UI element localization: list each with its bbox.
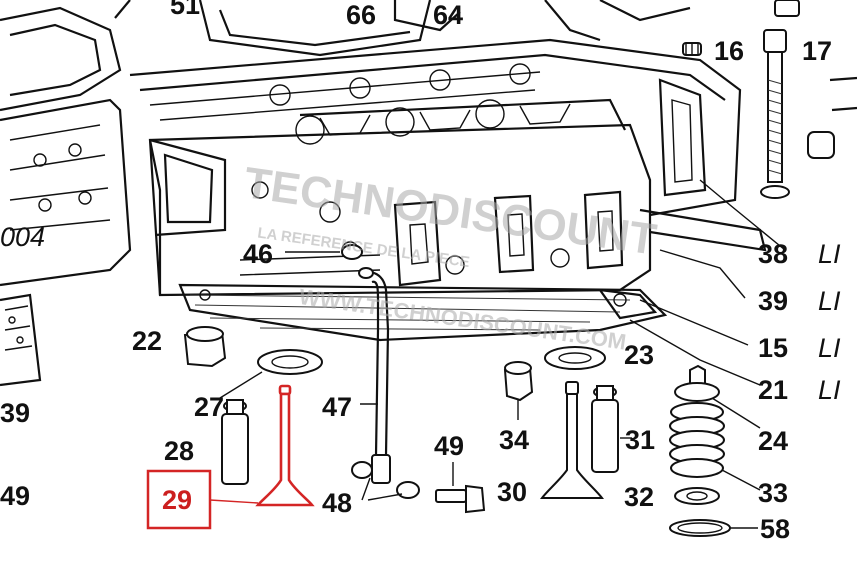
- callout-49-mid: 49: [434, 431, 464, 461]
- part-17-head-bolt: [760, 29, 790, 199]
- part-47-pipe: [358, 267, 391, 484]
- callout-30: 30: [497, 477, 527, 507]
- callout-66: 66: [346, 0, 376, 30]
- callout-28: 28: [164, 436, 194, 466]
- callout-29-highlight-box: [146, 469, 212, 530]
- callout-24: 24: [758, 426, 788, 456]
- part-30-valve: [539, 381, 605, 499]
- part-49-bolt: [435, 462, 486, 514]
- callout-39-left: 39: [0, 398, 30, 428]
- part-27-washer: [219, 349, 323, 399]
- part-33-valve-spring: [669, 402, 761, 491]
- callout-15: 15: [758, 333, 788, 363]
- callout-29: 29: [162, 485, 192, 515]
- part-48-washers: [351, 461, 420, 501]
- callout-16: 16: [714, 36, 744, 66]
- left-code-label: 004: [0, 222, 45, 252]
- callout-48: 48: [322, 488, 352, 518]
- part-29-valve-highlighted: [209, 384, 315, 507]
- callout-labels: 66 64 16 17 46 38 39 15 21 22 23 27 47 2…: [0, 0, 832, 544]
- callout-64: 64: [433, 0, 463, 30]
- part-32-washer: [674, 487, 720, 505]
- part-28-valve-guide: [221, 399, 249, 485]
- part-34-cap: [503, 361, 534, 420]
- truncated-descriptions: LI LI LI LI: [818, 239, 841, 405]
- callout-46: 46: [243, 239, 273, 269]
- callout-38: 38: [758, 239, 788, 269]
- part-23-seal: [544, 346, 606, 370]
- callout-39-right: 39: [758, 286, 788, 316]
- part-31-valve-guide: [591, 385, 632, 473]
- desc-38-truncated: LI: [818, 239, 841, 269]
- callout-31: 31: [625, 425, 655, 455]
- watermark-logo: TECHNODISCOUNT: [241, 158, 659, 264]
- part-46-seal: [341, 244, 363, 260]
- callout-23: 23: [624, 340, 654, 370]
- callout-33: 33: [758, 478, 788, 508]
- callout-27: 27: [194, 392, 224, 422]
- callout-32: 32: [624, 482, 654, 512]
- part-24-retainer: [674, 364, 761, 429]
- part-16-nut: [682, 42, 702, 56]
- desc-21-truncated: LI: [818, 375, 841, 405]
- callout-58: 58: [760, 514, 790, 544]
- part-58-seal-ring: [669, 519, 758, 537]
- desc-15-truncated: LI: [818, 333, 841, 363]
- callout-47: 47: [322, 392, 352, 422]
- callout-34: 34: [499, 425, 529, 455]
- callout-21: 21: [758, 375, 788, 405]
- parts-layer: [183, 0, 857, 537]
- callout-51-top: 51: [170, 0, 200, 20]
- part-top-right-plug: [774, 0, 800, 17]
- engine-line-art: [0, 0, 786, 387]
- callout-22: 22: [132, 326, 162, 356]
- part-22-cap: [183, 326, 227, 368]
- desc-39-truncated: LI: [818, 286, 841, 316]
- callout-49-left: 49: [0, 481, 30, 511]
- callout-17: 17: [802, 36, 832, 66]
- part-right-cap: [807, 131, 835, 159]
